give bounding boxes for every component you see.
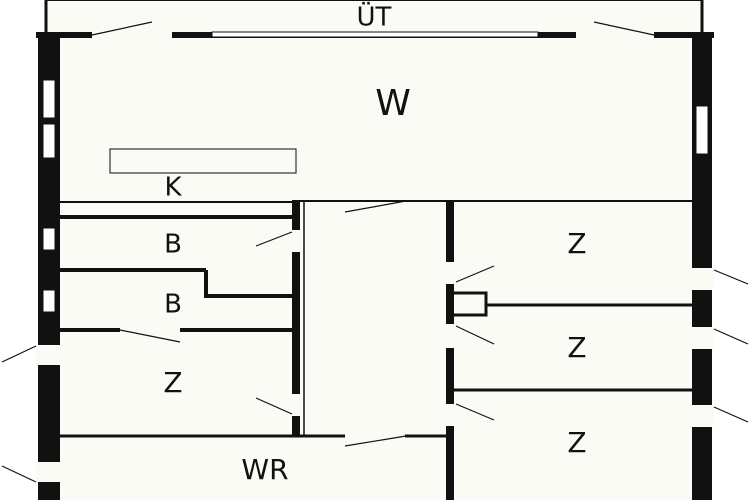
label-wc: WR [241, 453, 288, 486]
label-balcony: ÜT [357, 1, 392, 33]
label-room-right-3: Z [567, 426, 586, 459]
top-openings [91, 21, 655, 39]
left-door-gaps [1, 345, 62, 483]
label-room-left: Z [163, 366, 182, 399]
interior-walls [58, 200, 692, 500]
door-swings [119, 200, 495, 447]
left-windows [42, 79, 56, 313]
apartment-floor [40, 34, 710, 500]
label-room-right-1: Z [567, 227, 586, 260]
label-living: W [375, 83, 411, 124]
label-room-right-2: Z [567, 331, 586, 364]
label-kitchen: K [164, 173, 182, 203]
label-bath-1: B [164, 230, 182, 260]
right-door-gaps [690, 268, 749, 427]
right-windows [695, 105, 709, 155]
kitchen-counter [109, 148, 297, 174]
label-bath-2: B [164, 290, 182, 320]
balcony [44, 0, 704, 37]
